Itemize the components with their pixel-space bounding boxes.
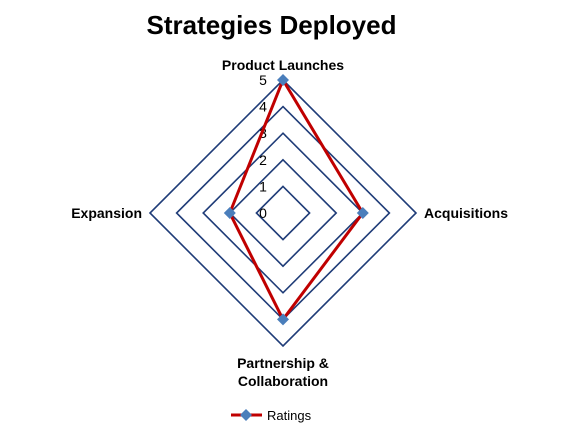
tick-label-0: 0 <box>259 205 267 221</box>
grid-ring-1 <box>255 185 311 241</box>
data-point-1 <box>356 207 369 219</box>
grid-ring-3 <box>202 132 364 294</box>
data-point-0 <box>277 74 289 86</box>
chart-title: Strategies Deployed <box>146 10 397 40</box>
legend-marker <box>240 409 252 421</box>
tick-label-5: 5 <box>259 72 267 88</box>
axis-label-0: Product Launches <box>222 57 344 73</box>
axis-label-2: Partnership &Collaboration <box>237 355 329 389</box>
axis-label-3: Expansion <box>71 205 142 221</box>
legend-label: Ratings <box>267 408 312 423</box>
tick-label-2: 2 <box>259 152 267 168</box>
axis-label-1: Acquisitions <box>424 205 508 221</box>
grid-ring-5 <box>148 78 418 348</box>
tick-label-4: 4 <box>259 99 267 115</box>
tick-label-1: 1 <box>259 178 267 194</box>
data-point-3 <box>223 207 236 219</box>
data-point-2 <box>277 313 289 326</box>
grid-ring-2 <box>228 158 338 268</box>
